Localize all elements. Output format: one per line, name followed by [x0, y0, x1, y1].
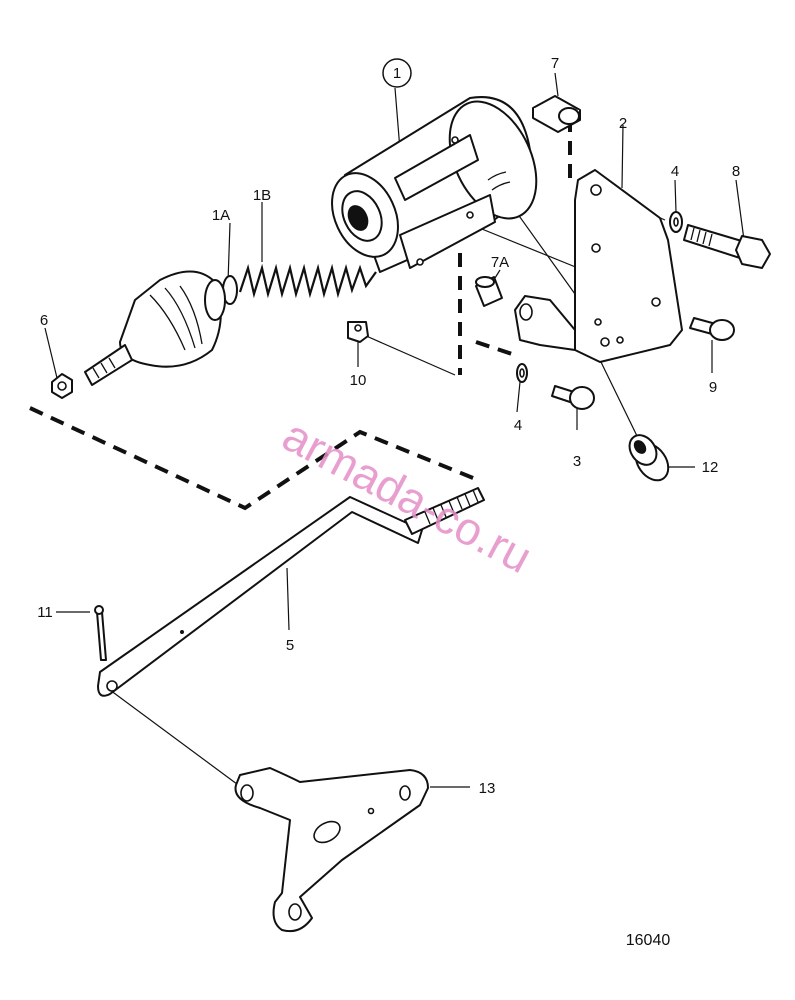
- callout-4-upper-label: 4: [671, 163, 679, 180]
- callout-3-label: 3: [573, 453, 581, 470]
- lock-washer-upper: [669, 211, 683, 233]
- cotter-pin: [94, 605, 107, 661]
- callout-7-label: 7: [551, 55, 559, 72]
- callout-4-lower-label: 4: [514, 417, 522, 434]
- rubber-boot: [84, 270, 226, 386]
- assembly-dashed-lines: [29, 118, 572, 511]
- screw-3: [551, 385, 595, 410]
- watermark-text: armada-co.ru: [275, 409, 541, 583]
- callout-2-label: 2: [619, 115, 627, 132]
- callout-1: 1: [382, 58, 412, 88]
- hex-nut: [51, 373, 73, 399]
- callout-11-label: 11: [37, 604, 53, 621]
- bushing: [532, 95, 581, 133]
- callout-13-label: 13: [479, 780, 496, 797]
- mounting-bracket: [514, 169, 683, 363]
- callout-1-label: 1: [393, 65, 401, 82]
- callout-10-label: 10: [350, 372, 367, 389]
- alignment-lines: [44, 72, 745, 791]
- solenoid: [331, 96, 538, 273]
- lock-washer-lower: [516, 363, 528, 383]
- callout-5-label: 5: [286, 637, 294, 654]
- lever-plate: [234, 767, 429, 933]
- callout-6-label: 6: [40, 312, 48, 329]
- lever-rod: [97, 487, 485, 697]
- screw-10: [347, 321, 369, 343]
- figure-number: 16040: [626, 932, 671, 949]
- callout-9-label: 9: [709, 379, 717, 396]
- grommet: [628, 434, 670, 482]
- callout-1a-label: 1A: [212, 207, 230, 224]
- screw-9: [689, 317, 735, 341]
- callout-1b-label: 1B: [253, 187, 271, 204]
- callout-8-label: 8: [732, 163, 740, 180]
- spring: [238, 263, 377, 299]
- callout-7a-label: 7A: [491, 254, 509, 271]
- bolt: [683, 224, 771, 269]
- bushing-7a: [475, 276, 503, 307]
- callout-12-label: 12: [702, 459, 719, 476]
